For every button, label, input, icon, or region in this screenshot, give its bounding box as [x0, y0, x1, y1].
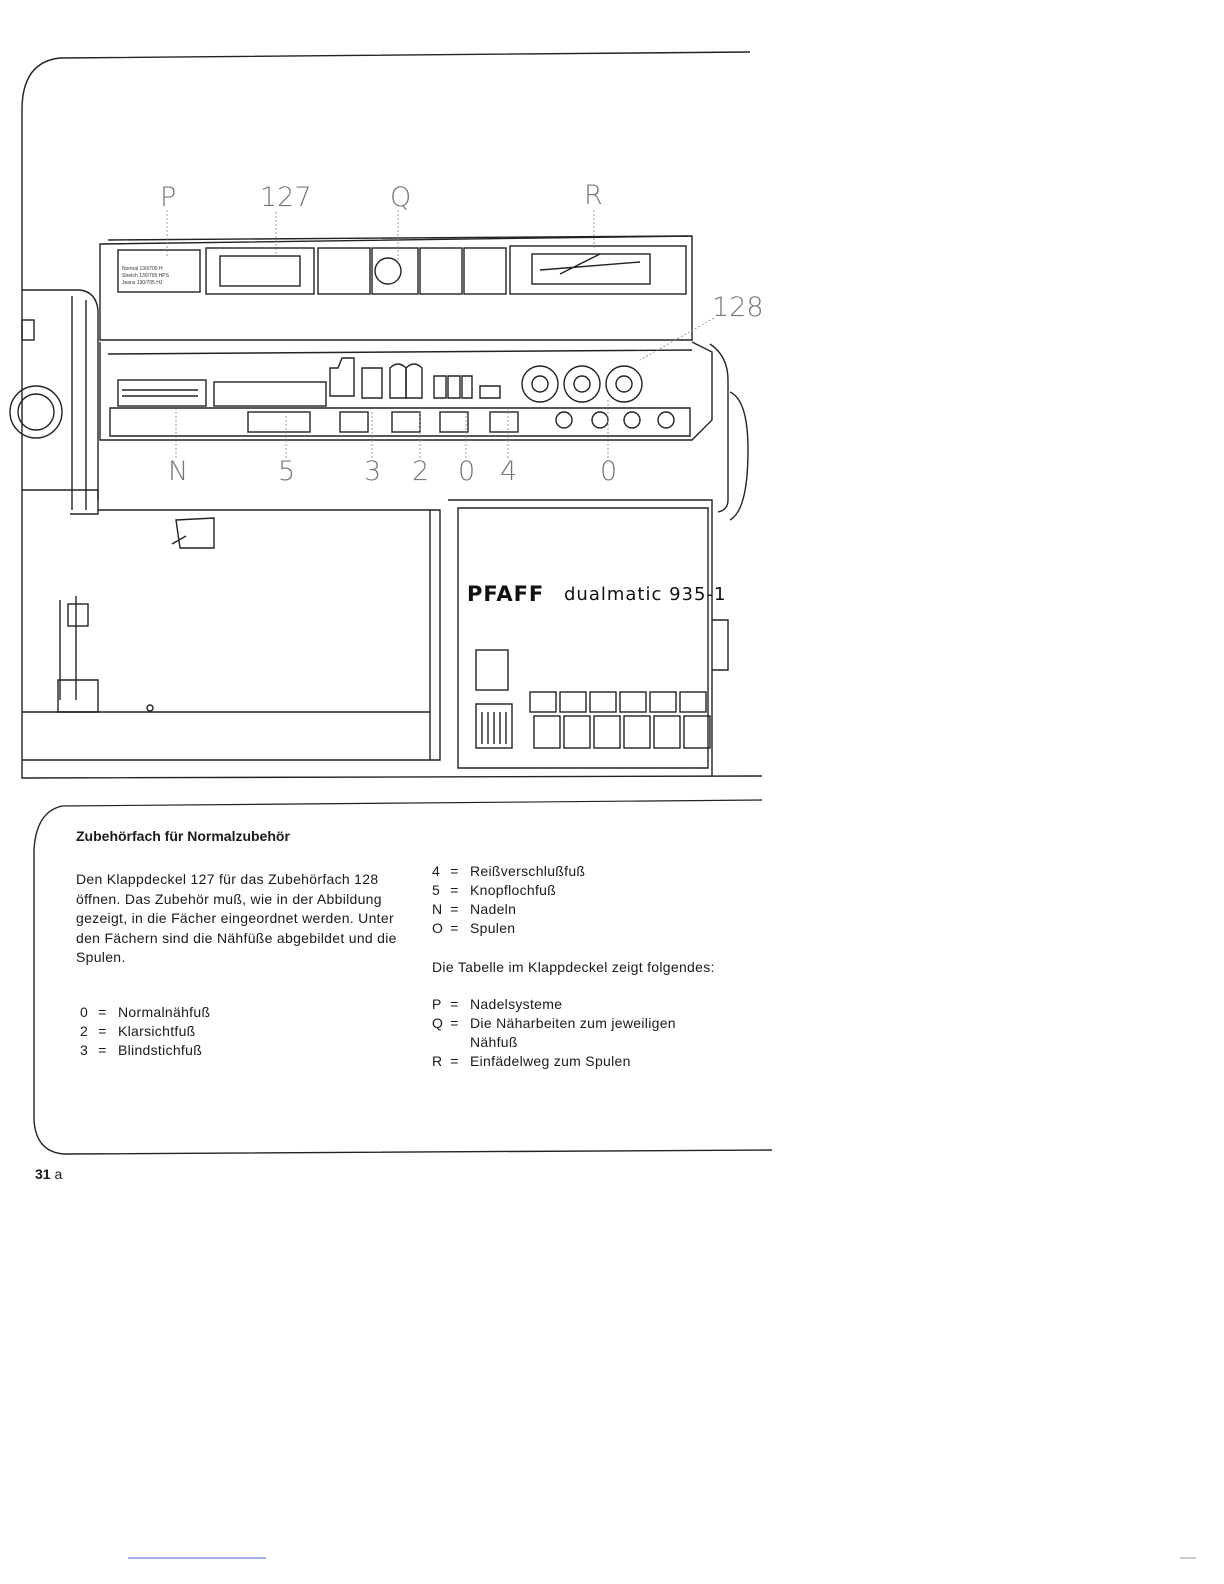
- callout-R: R: [584, 180, 603, 211]
- needle-system-table: Normal 130/705 H Stretch 130/705 HPS Jea…: [122, 266, 169, 287]
- legend-key: Q: [432, 1015, 444, 1031]
- brand-logo: PFAFF: [467, 582, 545, 606]
- model-name: dualmatic 935-1: [564, 584, 727, 605]
- legend-value: Einfädelweg zum Spulen: [470, 1053, 631, 1069]
- legend-item: N = Nadeln: [432, 901, 517, 917]
- body-paragraph: Den Klappdeckel 127 für das Zubehörfach …: [76, 871, 397, 965]
- callout-0-bobbin: 0: [600, 456, 618, 487]
- callout-N: N: [168, 456, 189, 487]
- legend-value: Nadeln: [470, 901, 517, 917]
- page-number-suffix: a: [54, 1166, 63, 1182]
- legend-item: 5 = Knopflochfuß: [432, 882, 557, 898]
- callout-5: 5: [278, 456, 296, 487]
- callout-P: P: [160, 182, 177, 213]
- legend-value: Klarsichtfuß: [118, 1023, 196, 1039]
- callout-127: 127: [260, 182, 312, 213]
- legend-key: N: [432, 901, 443, 917]
- section-title: Zubehörfach für Normalzubehör: [76, 828, 290, 844]
- page-number: 31 a: [35, 1166, 62, 1182]
- needle-table-row: Stretch 130/705 HPS: [122, 273, 169, 279]
- needle-table-row: Jeans 130/705 HJ: [122, 280, 163, 286]
- legend-value: Die Näharbeiten zum jeweiligen: [470, 1015, 676, 1031]
- callout-0-foot: 0: [458, 456, 476, 487]
- callout-Q: Q: [390, 182, 412, 213]
- legend-right: 4 = Reißverschlußfuß 5 = Knopflochfuß N …: [432, 862, 585, 938]
- legend-key: P: [432, 996, 442, 1012]
- legend-left: 0 = Normalnähfuß 2 = Klarsichtfuß 3 = Bl…: [80, 1003, 210, 1060]
- legend-value: Blindstichfuß: [118, 1042, 203, 1058]
- legend-value: Spulen: [470, 920, 516, 936]
- legend-item: P = Nadelsysteme: [432, 996, 563, 1012]
- callout-2: 2: [412, 456, 430, 487]
- legend-key: 5: [432, 882, 441, 898]
- legend-key: 2: [80, 1023, 89, 1039]
- legend-key: O: [432, 920, 444, 936]
- legend-item: 2 = Klarsichtfuß: [80, 1023, 196, 1039]
- page-number-digits: 31: [35, 1166, 51, 1182]
- legend-key: 4: [432, 863, 441, 879]
- legend-item: 4 = Reißverschlußfuß: [432, 863, 586, 879]
- legend-value-continued: Nähfuß: [470, 1034, 518, 1050]
- callout-4: 4: [500, 456, 518, 487]
- legend-key: R: [432, 1053, 443, 1069]
- legend-value: Knopflochfuß: [470, 882, 557, 898]
- callout-3: 3: [364, 456, 382, 487]
- legend-item: O = Spulen: [432, 920, 516, 936]
- legend-value: Normalnähfuß: [118, 1004, 211, 1020]
- callout-128: 128: [712, 292, 764, 323]
- legend-item: 3 = Blindstichfuß: [80, 1042, 203, 1058]
- legend-value: Nadelsysteme: [470, 996, 563, 1012]
- legend-item: 0 = Normalnähfuß: [80, 1004, 211, 1020]
- needle-table-row: Normal 130/705 H: [122, 266, 163, 272]
- legend-key: 0: [80, 1004, 89, 1020]
- table-legend: P = Nadelsysteme Q = Die Näharbeiten zum…: [432, 995, 676, 1071]
- legend-key: 3: [80, 1042, 89, 1058]
- legend-item: Q = Die Näharbeiten zum jeweiligen: [432, 1015, 676, 1031]
- table-note: Die Tabelle im Klappdeckel zeigt folgend…: [432, 959, 715, 975]
- legend-item: R = Einfädelweg zum Spulen: [432, 1053, 631, 1069]
- legend-value: Reißverschlußfuß: [470, 863, 586, 879]
